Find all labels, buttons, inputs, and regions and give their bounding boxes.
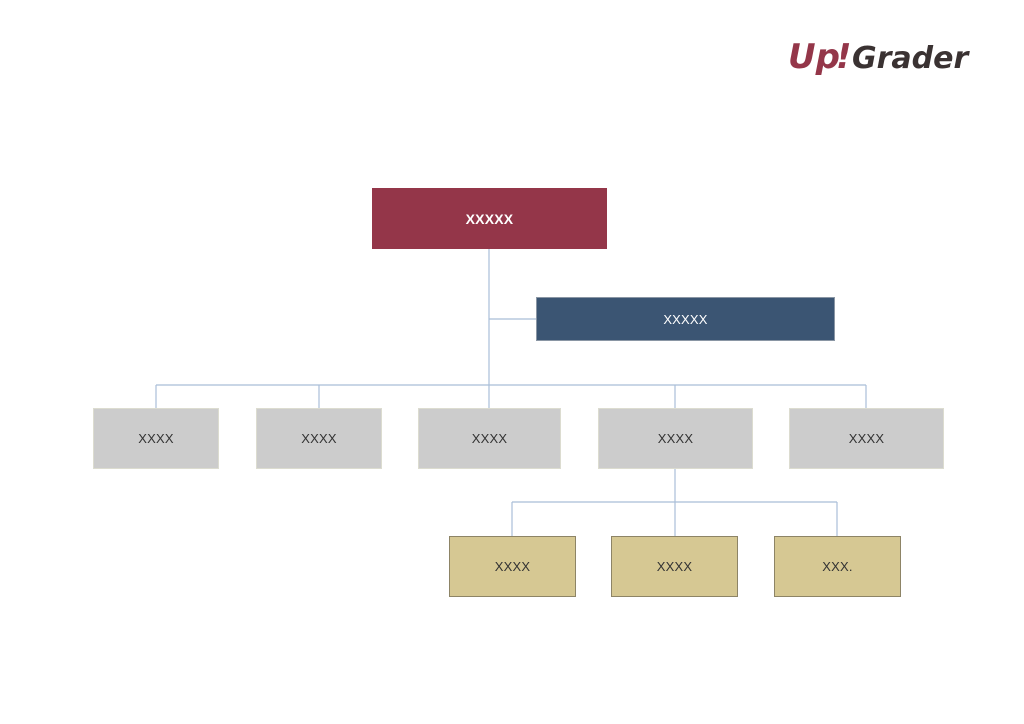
org-node-department-label: XXXX	[138, 431, 174, 446]
upgrader-logo: Up ! Grader	[786, 30, 976, 80]
upgrader-logo-icon: Up ! Grader	[788, 37, 970, 77]
org-node-root: XXXXX	[372, 188, 607, 249]
org-node-department: XXXX	[256, 408, 382, 469]
org-node-sub-unit: XXX.	[774, 536, 901, 597]
logo-text-grader: Grader	[852, 41, 970, 76]
logo-text-up: Up	[788, 37, 840, 77]
org-node-department: XXXX	[418, 408, 561, 469]
org-node-department: XXXX	[93, 408, 219, 469]
org-node-sub-unit: XXXX	[449, 536, 576, 597]
org-node-root-label: XXXXX	[465, 210, 514, 227]
org-node-department-label: XXXX	[848, 431, 885, 446]
org-node-department-label: XXXX	[471, 431, 508, 446]
org-node-department: XXXX	[789, 408, 944, 469]
logo-text-exclaim: !	[836, 37, 852, 77]
org-node-assistant-label: XXXXX	[663, 311, 708, 327]
org-node-department: XXXX	[598, 408, 753, 469]
org-node-department-label: XXXX	[301, 431, 337, 446]
org-node-sub-unit-label: XXX.	[822, 559, 853, 574]
org-node-assistant: XXXXX	[536, 297, 835, 341]
org-node-sub-unit: XXXX	[611, 536, 738, 597]
org-node-department-label: XXXX	[657, 431, 694, 446]
org-node-sub-unit-label: XXXX	[656, 559, 693, 574]
org-node-sub-unit-label: XXXX	[494, 559, 531, 574]
